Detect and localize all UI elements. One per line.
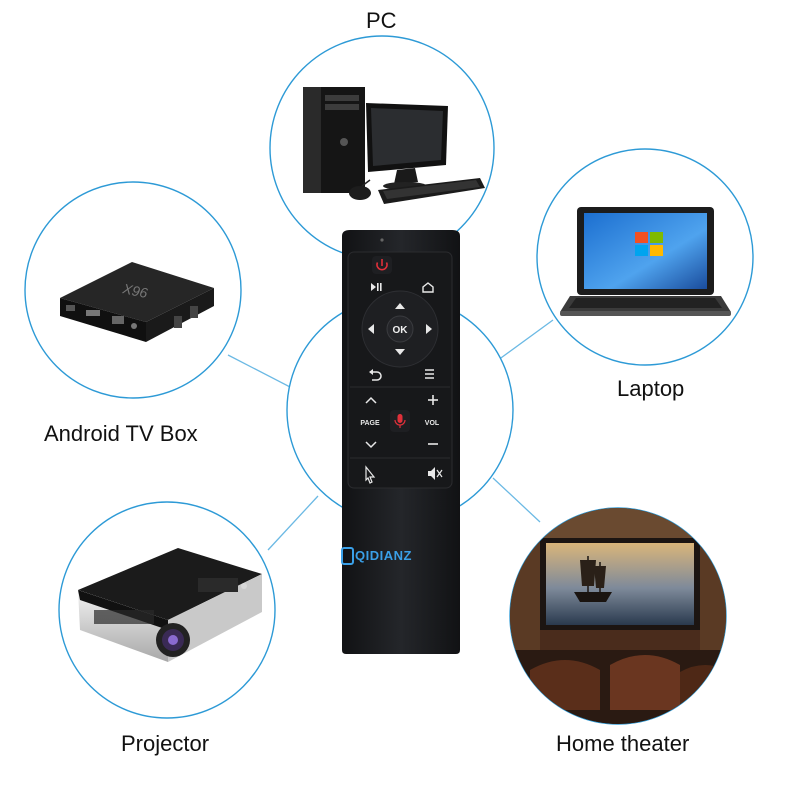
pointer-icon [365, 465, 376, 484]
microphone-button[interactable] [390, 410, 410, 432]
mute-icon [428, 467, 443, 480]
tv-box-circle: X96 [24, 181, 242, 399]
ok-label: OK [393, 325, 409, 336]
page-down-button[interactable] [365, 441, 377, 449]
home-theater-circle [509, 507, 727, 725]
connector-home-theater [492, 477, 541, 523]
connector-projector [267, 495, 319, 551]
play-pause-button[interactable] [371, 283, 382, 291]
tv-box-brand: X96 [120, 280, 149, 301]
home-icon [422, 282, 434, 293]
pc-label: PC [366, 8, 397, 33]
page-label: PAGE [360, 420, 380, 427]
mute-button[interactable] [428, 467, 443, 480]
connector-tv-box [227, 354, 293, 389]
d-pad[interactable]: OK [361, 290, 439, 368]
right-arrow-icon[interactable] [426, 324, 432, 334]
microphone-icon [394, 414, 406, 428]
back-button[interactable] [369, 369, 382, 381]
volume-up-button[interactable] [428, 395, 438, 405]
connector-lines [227, 319, 554, 551]
laptop-circle [536, 148, 754, 366]
projector-label: Projector [121, 731, 210, 756]
projector-circle [58, 501, 276, 719]
home-theater-label: Home theater [556, 731, 690, 756]
chevron-down-icon [365, 441, 377, 449]
home-button[interactable] [422, 282, 434, 293]
vol-label: VOL [425, 420, 440, 427]
pointer-button[interactable] [365, 465, 376, 484]
page-up-button[interactable] [365, 396, 377, 404]
laptop-label: Laptop [617, 376, 685, 401]
pc-illustration [303, 87, 485, 204]
remote-brand: QIDIANZ [355, 548, 412, 563]
power-icon [376, 259, 388, 271]
left-arrow-icon[interactable] [368, 324, 374, 334]
back-icon [369, 369, 382, 381]
menu-button[interactable] [425, 369, 434, 379]
projector-illustration [78, 548, 262, 662]
android-tv-box-label: Android TV Box [44, 421, 198, 446]
down-arrow-icon[interactable] [395, 349, 405, 355]
connector-laptop [493, 319, 554, 364]
home-theater-illustration [510, 508, 726, 724]
pc-circle [269, 35, 495, 261]
brand-logo-mark [341, 547, 354, 565]
up-arrow-icon[interactable] [395, 303, 405, 309]
chevron-up-icon [365, 396, 377, 404]
menu-icon [425, 369, 434, 379]
tv-box-illustration: X96 [60, 262, 214, 342]
ok-button[interactable]: OK [386, 315, 414, 343]
play-pause-icon [371, 283, 382, 291]
plus-icon [428, 395, 438, 405]
laptop-illustration [560, 207, 731, 316]
power-button[interactable] [372, 256, 392, 274]
remote-control: OK PAGE [341, 230, 460, 654]
